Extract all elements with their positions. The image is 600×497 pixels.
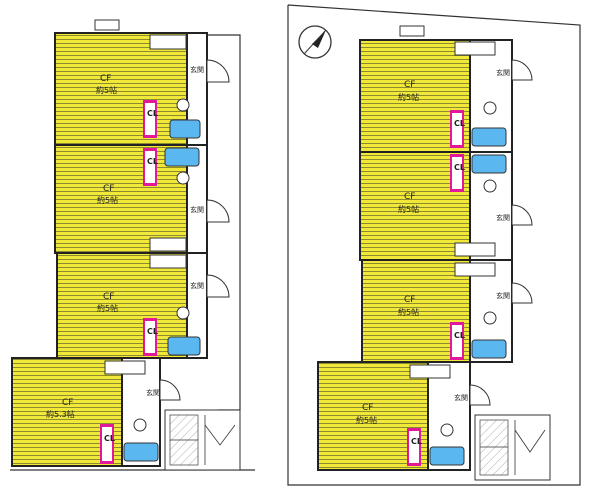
room-size: 約5帖 [398,307,419,317]
kitchen-counter [149,34,187,50]
closet-label: CL [454,119,465,128]
stairs [474,414,551,481]
room-size: 約5.3帖 [46,409,75,419]
room [54,32,188,146]
entrance-label: 玄関 [496,213,510,222]
room-size: 約5帖 [398,92,419,102]
floor-label: CF [62,398,73,408]
stairs [164,409,241,471]
room-size: 約5帖 [96,85,117,95]
bathtub [169,119,201,139]
toilet [176,171,190,185]
door [511,204,533,226]
left-unit-3: 玄関 CL CF 約5帖 [56,252,230,359]
door [511,282,533,304]
room-size: 約5帖 [398,204,419,214]
entrance-label: 玄関 [146,388,160,397]
bathtub [471,339,507,359]
toilet [440,423,454,437]
entrance-label: 玄関 [454,393,468,402]
toilet [176,98,190,112]
kitchen-counter [104,360,146,375]
compass-icon [298,25,332,59]
toilet [483,179,497,193]
door [206,59,230,83]
vent [399,25,425,37]
toilet [483,311,497,325]
left-unit-4: 玄関 CL CF 約5.3帖 [11,357,181,467]
entrance-label: 玄関 [190,281,204,290]
bathtub [123,442,159,462]
bathtub [471,154,507,174]
entrance-label: 玄関 [496,291,510,300]
room-size: 約5帖 [97,195,118,205]
right-lot-line [287,4,581,486]
closet-label: CL [454,163,465,172]
kitchen-counter [149,237,187,252]
closet-label: CL [147,109,158,118]
left-building: CL 玄関 CF 約5帖 CL 玄関 CF 約5帖 [10,19,255,471]
right-unit-2: CL 玄関 CF 約5帖 [359,151,533,261]
closet-label: CL [454,331,465,340]
floor-label: CF [103,184,114,194]
left-unit-2: CL 玄関 CF 約5帖 [54,144,230,254]
door [206,199,230,223]
kitchen-counter [454,242,496,257]
closet-label: CL [147,157,158,166]
floor-label: CF [404,192,415,202]
room-size: 約5帖 [356,415,377,425]
entrance-label: 玄関 [190,205,204,214]
floor-label: CF [103,292,114,302]
entrance-label: 玄関 [190,65,204,74]
right-unit-1: 玄関 CL CF 約5帖 [359,39,533,153]
closet-label: CL [104,434,115,443]
floor-label: CF [362,403,373,413]
floor-label: CF [404,295,415,305]
kitchen-counter [149,254,187,269]
vent [94,19,120,31]
toilet [133,418,147,432]
bathtub [167,336,201,356]
floor-label: CF [100,74,111,84]
closet-label: CL [147,327,158,336]
room-size: 約5帖 [97,303,118,313]
entrance-label: 玄関 [496,68,510,77]
kitchen-counter [454,41,496,56]
closet-label: CL [411,437,422,446]
room [56,252,188,359]
bathtub [164,147,200,167]
door [469,384,491,406]
toilet [483,101,497,115]
right-building: 玄関 CL CF 約5帖 CL 玄関 CF 約5帖 [287,4,581,486]
kitchen-counter [409,364,451,379]
door [511,59,533,81]
door [206,274,230,298]
right-unit-3: 玄関 CL CF 約5帖 [361,259,533,363]
toilet [176,306,190,320]
bathtub [471,127,507,147]
kitchen-counter [454,262,496,277]
floor-label: CF [404,80,415,90]
door [159,379,181,401]
bathtub [429,446,465,466]
left-unit-1: CL 玄関 CF 約5帖 [54,32,230,146]
right-unit-4: 玄関 CL CF 約5帖 [317,361,491,471]
